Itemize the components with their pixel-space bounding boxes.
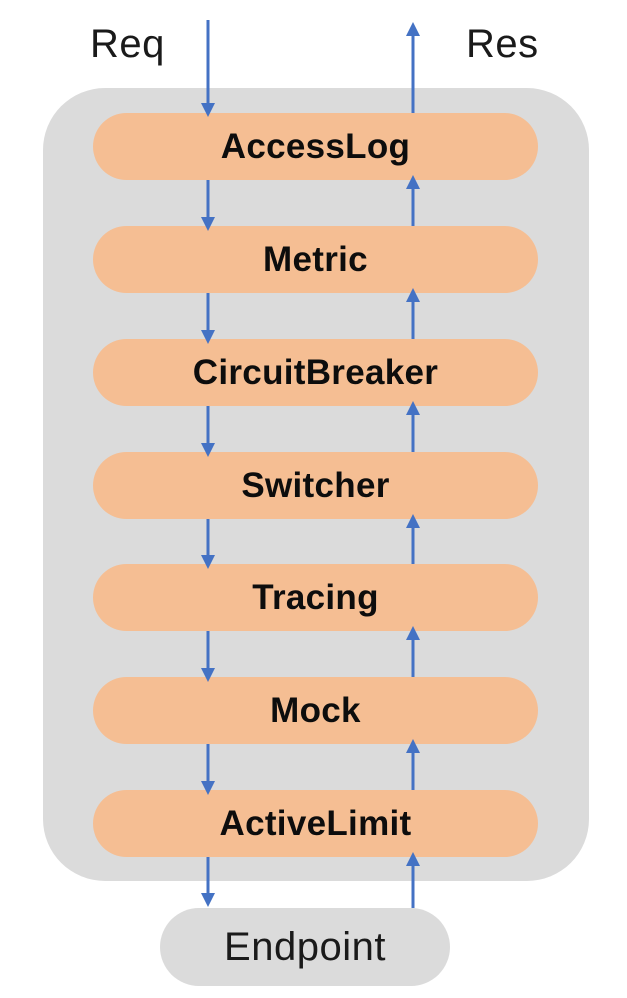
request-to-endpoint-arrow <box>201 857 215 907</box>
response-label: Res <box>466 22 539 66</box>
request-flow-arrow-3 <box>201 406 215 457</box>
response-flow-arrow-1 <box>406 175 420 226</box>
response-out-arrow <box>406 22 420 113</box>
request-flow-arrow-5 <box>201 631 215 682</box>
response-flow-arrow-2 <box>406 288 420 339</box>
request-flow-arrow-2 <box>201 293 215 344</box>
request-flow-arrow-1 <box>201 180 215 231</box>
middleware-pill-accesslog: AccessLog <box>93 113 538 180</box>
response-flow-arrow-5 <box>406 626 420 677</box>
middleware-pill-label: ActiveLimit <box>219 803 412 843</box>
request-flow-arrow-4 <box>201 519 215 569</box>
middleware-pill-label: Tracing <box>252 577 379 617</box>
endpoint-node: Endpoint <box>160 908 450 986</box>
endpoint-label: Endpoint <box>224 924 386 969</box>
request-label: Req <box>90 22 165 66</box>
middleware-pill-circuitbreaker: CircuitBreaker <box>93 339 538 406</box>
middleware-pill-label: CircuitBreaker <box>192 352 439 392</box>
middleware-pill-label: AccessLog <box>220 126 411 166</box>
request-flow-arrow-6 <box>201 744 215 795</box>
response-flow-arrow-4 <box>406 514 420 564</box>
middleware-pill-metric: Metric <box>93 226 538 293</box>
middleware-pill-mock: Mock <box>93 677 538 744</box>
response-flow-arrow-6 <box>406 739 420 790</box>
response-flow-arrow-3 <box>406 401 420 452</box>
middleware-pill-switcher: Switcher <box>93 452 538 519</box>
middleware-pill-label: Mock <box>270 690 361 730</box>
middleware-pill-activelimit: ActiveLimit <box>93 790 538 857</box>
request-in-arrow <box>201 20 215 117</box>
middleware-pill-tracing: Tracing <box>93 564 538 631</box>
middleware-pill-label: Switcher <box>241 465 390 505</box>
middleware-pill-label: Metric <box>263 239 368 279</box>
response-from-endpoint-arrow <box>406 852 420 908</box>
